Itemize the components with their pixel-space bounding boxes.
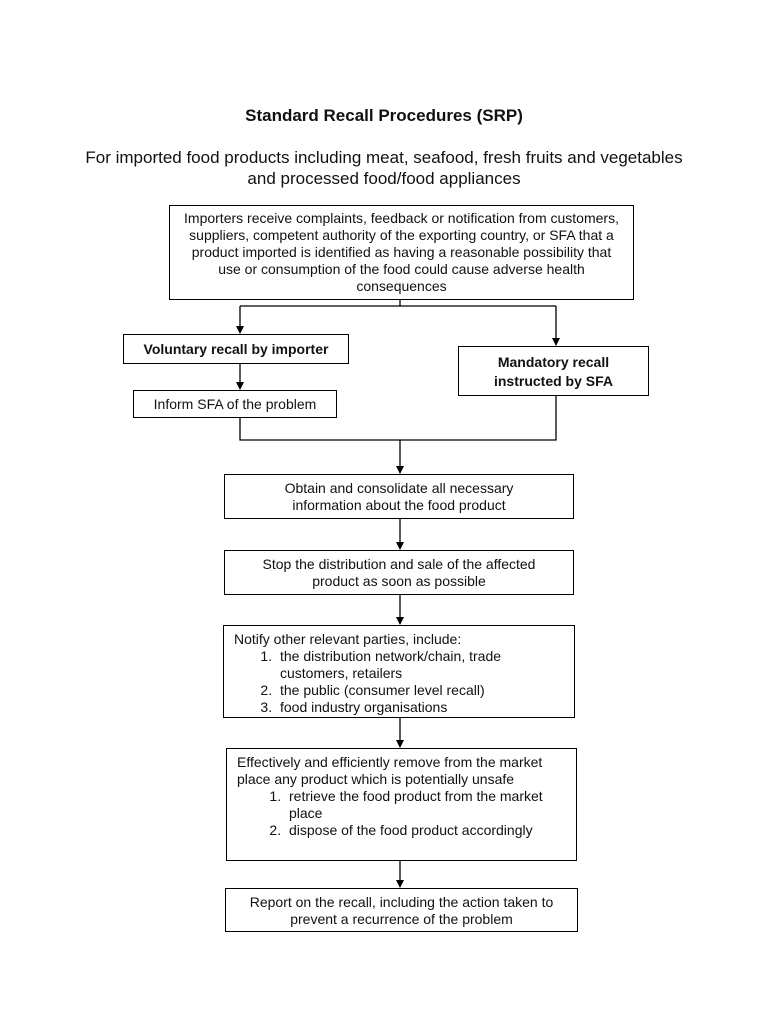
start-box-text: Importers receive complaints, feedback o…	[184, 210, 619, 294]
notify-item: the public (consumer level recall)	[276, 682, 566, 699]
voluntary-recall-text: Voluntary recall by importer	[143, 341, 329, 357]
notify-parties-box: Notify other relevant parties, include: …	[223, 625, 575, 718]
stop-distribution-text: Stop the distribution and sale of the af…	[262, 556, 536, 589]
obtain-info-text: Obtain and consolidate all necessary inf…	[284, 480, 514, 513]
notify-intro: Notify other relevant parties, include:	[234, 631, 462, 647]
remove-intro: Effectively and efficiently remove from …	[237, 754, 543, 787]
diagram-title: Standard Recall Procedures (SRP)	[245, 106, 523, 125]
notify-item: food industry organisations	[276, 699, 566, 716]
mandatory-recall-box: Mandatory recall instructed by SFA	[458, 346, 649, 396]
inform-sfa-text: Inform SFA of the problem	[153, 396, 317, 412]
notify-item: the distribution network/chain, trade cu…	[276, 648, 566, 682]
remove-product-box: Effectively and efficiently remove from …	[226, 748, 577, 861]
obtain-info-box: Obtain and consolidate all necessary inf…	[224, 474, 574, 519]
report-box: Report on the recall, including the acti…	[225, 888, 578, 932]
mandatory-recall-text: Mandatory recall instructed by SFA	[493, 354, 614, 389]
remove-list: retrieve the food product from the marke…	[237, 788, 568, 839]
inform-sfa-box: Inform SFA of the problem	[133, 390, 337, 418]
remove-item: retrieve the food product from the marke…	[285, 788, 568, 822]
connector-merge	[239, 396, 557, 441]
report-text: Report on the recall, including the acti…	[249, 894, 554, 927]
stop-distribution-box: Stop the distribution and sale of the af…	[224, 550, 574, 595]
notify-list: the distribution network/chain, trade cu…	[234, 648, 566, 716]
diagram-subtitle: For imported food products including mea…	[85, 148, 683, 188]
voluntary-recall-box: Voluntary recall by importer	[123, 334, 349, 364]
start-box: Importers receive complaints, feedback o…	[169, 205, 634, 300]
remove-item: dispose of the food product accordingly	[285, 822, 568, 839]
